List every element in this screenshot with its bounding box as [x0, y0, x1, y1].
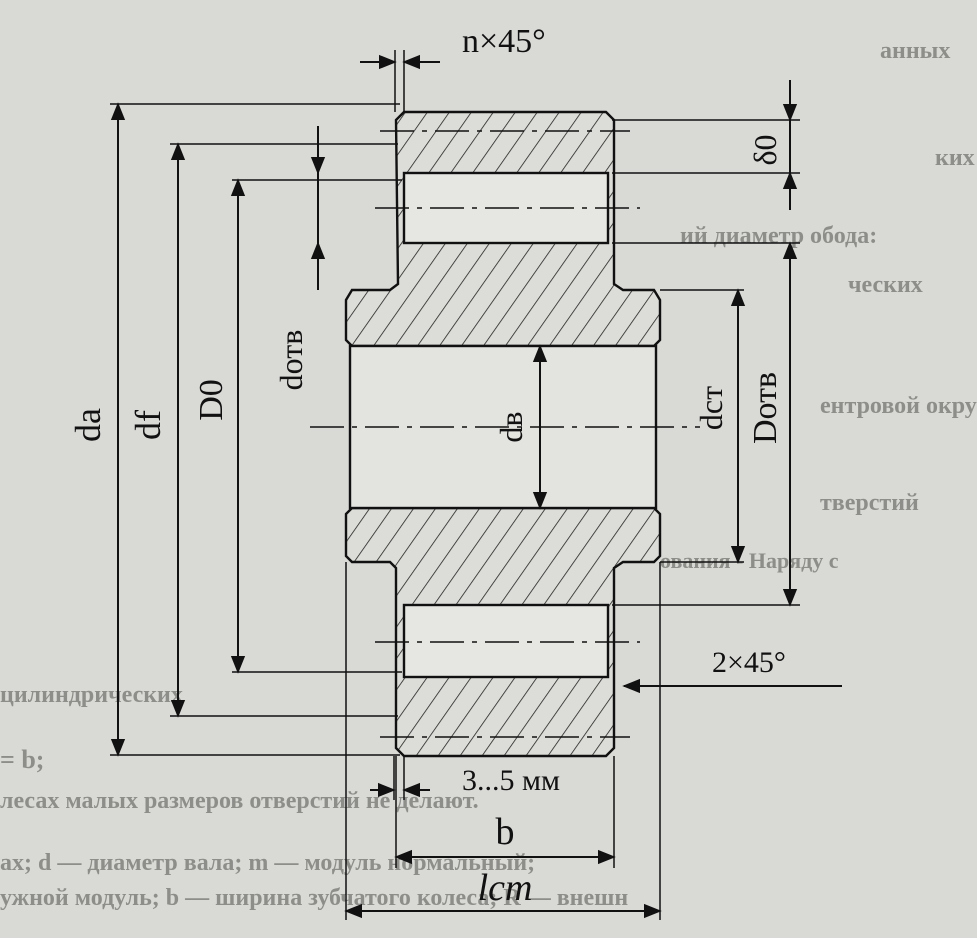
label-offset: 3...5 мм: [462, 764, 560, 797]
bg-line: ах; d — диаметр вала; m — модуль нормаль…: [0, 850, 535, 876]
label-dv: dв: [493, 411, 529, 442]
label-dotv-big: Dотв: [747, 372, 784, 444]
label-b: b: [496, 811, 515, 853]
label-dotv: dотв: [273, 330, 309, 391]
label-da: da: [68, 408, 108, 442]
bg-line: цилиндрических: [0, 682, 183, 708]
label-lst: lст: [478, 867, 533, 909]
label-chamfer-top: n×45°: [462, 23, 546, 60]
bg-line: ческих: [848, 272, 923, 298]
bg-line: ких: [935, 145, 975, 171]
bg-line: лесах малых размеров отверстий не делают…: [0, 788, 479, 814]
hole-lower: [402, 603, 610, 679]
extension-lines: [110, 50, 800, 920]
bg-line: тверстий: [820, 490, 919, 516]
center-lines: [310, 130, 700, 738]
label-df: df: [128, 410, 168, 440]
label-d0: D0: [193, 379, 230, 421]
label-delta0: δ0: [747, 134, 783, 165]
bg-line: ий диаметр обода:: [680, 223, 877, 249]
bg-line: = b;: [0, 745, 44, 774]
bg-line: ужной модуль; b — ширина зубчатого колес…: [0, 885, 628, 911]
bg-line: ентровой окру: [820, 393, 977, 419]
label-chamfer-hub: 2×45°: [712, 646, 786, 679]
background-text: анных ких ий диаметр обода: ческих ентро…: [0, 38, 977, 911]
label-dst: dст: [693, 386, 729, 430]
bg-line: ования - Наряду с: [660, 548, 839, 573]
bg-line: анных: [880, 38, 950, 64]
